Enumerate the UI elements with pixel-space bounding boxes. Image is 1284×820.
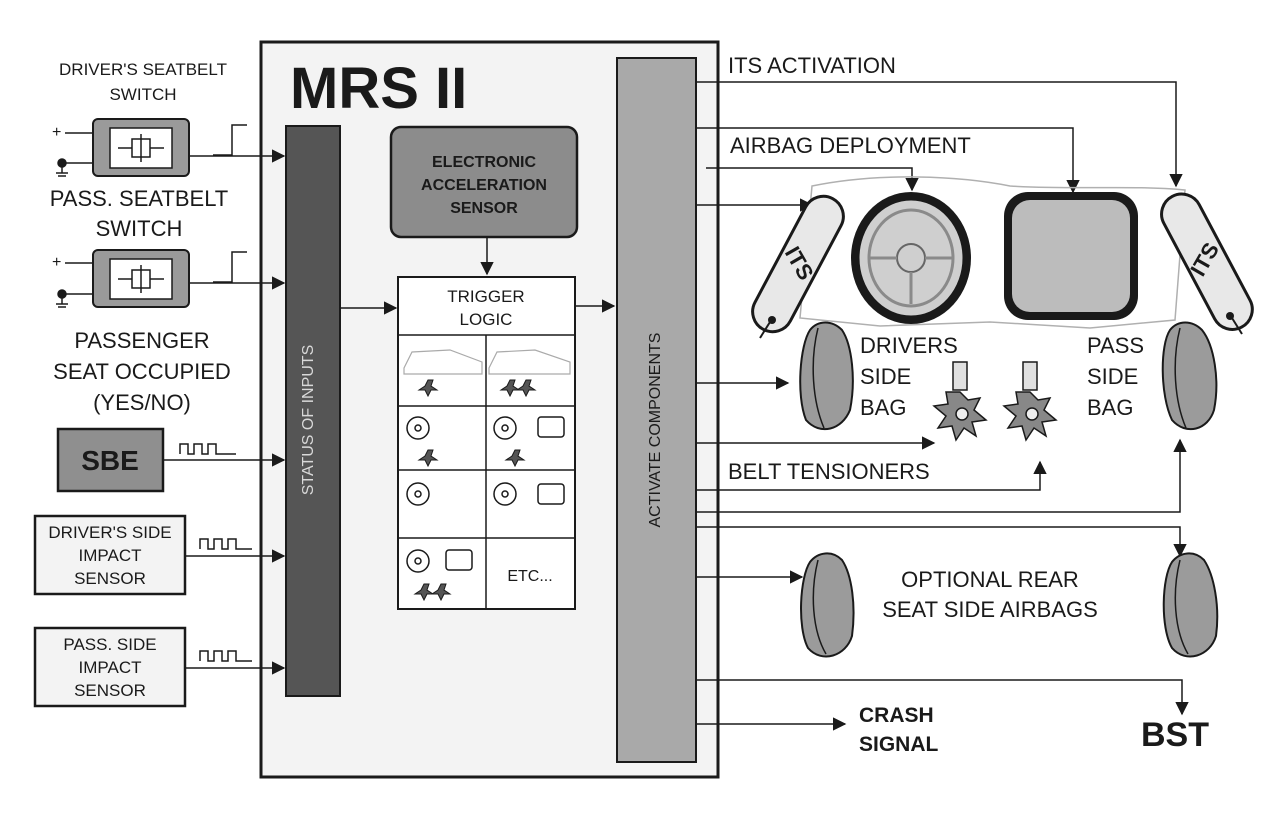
pass-side-bag-1: PASS — [1087, 333, 1144, 358]
pass-seatbelt-plus: + — [52, 254, 61, 271]
driver-airbag-steering-wheel — [851, 192, 971, 324]
passenger-airbag — [1004, 192, 1138, 320]
pass-side-impact-3: SENSOR — [74, 681, 146, 700]
activate-components-label: ACTIVATE COMPONENTS — [647, 333, 664, 528]
passenger-seat-label-3: (YES/NO) — [93, 390, 191, 415]
accel-sensor-line2: ACCELERATION — [421, 177, 547, 194]
crash-signal-1: CRASH — [859, 704, 934, 727]
rear-driver-side-bag-icon — [800, 552, 855, 658]
sbe-label: SBE — [81, 445, 139, 476]
pass-seatbelt-label-1: PASS. SEATBELT — [50, 186, 229, 211]
crash-signal-2: SIGNAL — [859, 733, 939, 756]
pass-side-bag-3: BAG — [1087, 395, 1133, 420]
driver-seatbelt-plus: + — [52, 124, 61, 141]
driver-airbag-line — [706, 167, 919, 192]
pulse-signal-icon — [199, 538, 252, 550]
output-connectors — [696, 81, 1189, 731]
belt-tensioner-driver-icon — [932, 361, 988, 442]
drivers-side-bag-1: DRIVERS — [860, 333, 958, 358]
driver-side-impact-1: DRIVER'S SIDE — [48, 523, 171, 542]
driver-side-impact-2: IMPACT — [79, 546, 142, 565]
module-title: MRS II — [290, 56, 467, 121]
accel-sensor-line1: ELECTRONIC — [432, 154, 536, 171]
ground-icon — [56, 289, 68, 308]
driver-seatbelt-switch — [92, 118, 190, 177]
its-left-inflator — [751, 194, 845, 339]
optional-rear-2: SEAT SIDE AIRBAGS — [882, 597, 1098, 622]
accel-sensor-line3: SENSOR — [450, 200, 518, 217]
its-activation-label: ITS ACTIVATION — [728, 53, 896, 78]
pulse-signal-icon — [179, 443, 236, 455]
occupant-icon — [413, 379, 537, 602]
car-outline-icon — [403, 349, 571, 375]
drivers-side-bag-2: SIDE — [860, 364, 911, 389]
drivers-side-bag-icon — [799, 321, 854, 430]
status-of-inputs-bar — [285, 125, 341, 697]
status-of-inputs-label: STATUS OF INPUTS — [300, 345, 317, 496]
driver-side-impact-box — [33, 514, 187, 596]
passenger-airbag-icon — [445, 416, 565, 571]
pass-side-impact-2: IMPACT — [79, 658, 142, 677]
bst-label: BST — [1141, 716, 1209, 754]
pass-seatbelt-switch — [92, 249, 190, 308]
its-activation-line — [696, 81, 1183, 188]
pass-side-impact-1: PASS. SIDE — [63, 635, 156, 654]
steering-wheel-icon — [406, 416, 517, 573]
dashboard-outline — [799, 176, 1186, 329]
passenger-seat-label-1: PASSENGER — [74, 328, 209, 353]
rear-pass-side-bag-icon — [1162, 552, 1219, 658]
acceleration-sensor-box — [389, 125, 579, 239]
pass-side-impact-box — [33, 626, 187, 708]
pass-side-bag-line — [696, 438, 1187, 513]
belt-tensioners-label: BELT TENSIONERS — [728, 459, 930, 484]
sbe-box — [56, 427, 165, 493]
belt-tensioner-pass-icon — [1002, 361, 1058, 442]
step-signal-icon — [213, 124, 247, 156]
trigger-logic-line2: LOGIC — [460, 310, 513, 329]
pulse-signal-icon — [199, 650, 252, 662]
pass-side-bag-2: SIDE — [1087, 364, 1138, 389]
rear-pass-bag-line — [696, 526, 1187, 558]
step-signal-icon — [213, 251, 247, 283]
ground-icon — [56, 158, 68, 177]
drivers-side-bag-3: BAG — [860, 395, 906, 420]
its-right-inflator — [1160, 192, 1254, 335]
activate-components-bar — [616, 57, 697, 763]
airbag-deployment-label: AIRBAG DEPLOYMENT — [730, 133, 971, 158]
etc-label: ETC... — [507, 568, 552, 585]
belt-tensioner-pass-line — [696, 460, 1047, 491]
driver-seatbelt-label-2: SWITCH — [109, 85, 176, 104]
passenger-seat-label-2: SEAT OCCUPIED — [53, 359, 231, 384]
airbag-deployment-line — [696, 127, 1080, 194]
driver-seatbelt-label-1: DRIVER'S SEATBELT — [59, 60, 227, 79]
optional-rear-1: OPTIONAL REAR — [901, 567, 1079, 592]
driver-side-impact-3: SENSOR — [74, 569, 146, 588]
bst-line — [696, 679, 1189, 716]
pass-seatbelt-label-2: SWITCH — [96, 216, 183, 241]
trigger-logic-line1: TRIGGER — [447, 287, 524, 306]
pass-side-bag-icon — [1161, 321, 1218, 430]
